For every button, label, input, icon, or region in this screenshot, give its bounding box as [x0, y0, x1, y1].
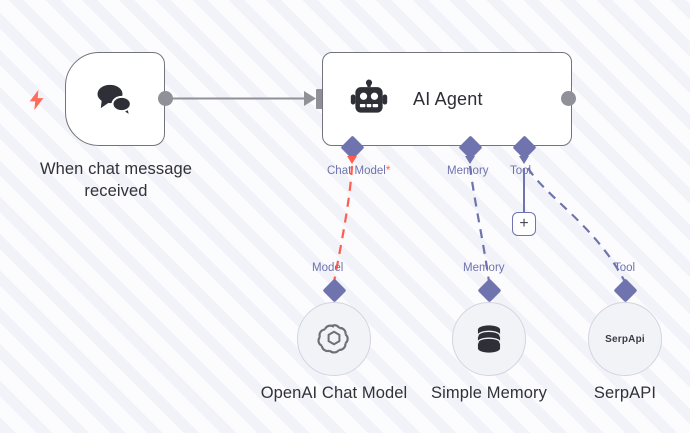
required-marker-chat-model: *	[385, 165, 391, 177]
robot-icon	[350, 79, 388, 113]
node-label-trigger: When chat message received	[39, 160, 193, 200]
node-when-chat-message-received[interactable]	[65, 52, 165, 146]
agent-title: AI Agent	[413, 88, 483, 109]
edge-arrow-trigger-agent	[304, 91, 316, 106]
lightning-bolt-icon	[26, 88, 48, 112]
sub-input-label-model: Model	[312, 262, 344, 274]
node-openai-chat-model[interactable]	[297, 302, 371, 376]
agent-output-port[interactable]	[561, 91, 576, 106]
node-simple-memory[interactable]	[452, 302, 526, 376]
sub-connector-diamond-openai[interactable]	[322, 278, 347, 303]
serpapi-logo-icon: SerpApi	[605, 333, 645, 345]
connector-label-chat-model: Chat Model*	[327, 165, 390, 177]
node-label-openai-chat-model: OpenAI Chat Model	[260, 384, 408, 402]
database-icon	[477, 325, 501, 353]
node-ai-agent[interactable]: AI Agent	[322, 52, 572, 146]
edge-tool	[527, 167, 626, 283]
connector-arrow-tool	[519, 156, 529, 164]
openai-logo-icon	[317, 324, 349, 354]
trigger-output-port[interactable]	[158, 91, 173, 106]
sub-input-label-tool: Tool	[614, 262, 636, 274]
connector-label-chat-model-text: Chat Model	[327, 165, 386, 177]
sub-connector-diamond-serpapi[interactable]	[613, 278, 638, 303]
edge-trigger-to-agent	[166, 91, 316, 106]
chat-bubbles-icon	[97, 84, 132, 118]
connector-label-tool: Tool	[510, 165, 532, 177]
agent-input-port[interactable]	[316, 89, 324, 109]
add-tool-button-label: +	[519, 215, 529, 232]
node-label-serpapi: SerpAPI	[593, 384, 657, 402]
node-serpapi[interactable]: SerpApi	[588, 302, 662, 376]
connector-arrow-chat-model	[347, 156, 357, 164]
sub-input-label-memory: Memory	[463, 262, 505, 274]
connector-label-memory: Memory	[447, 165, 489, 177]
connector-arrow-memory	[465, 156, 475, 164]
add-tool-button[interactable]: +	[512, 212, 536, 236]
sub-connector-diamond-memory[interactable]	[477, 278, 502, 303]
node-label-simple-memory: Simple Memory	[431, 384, 547, 402]
